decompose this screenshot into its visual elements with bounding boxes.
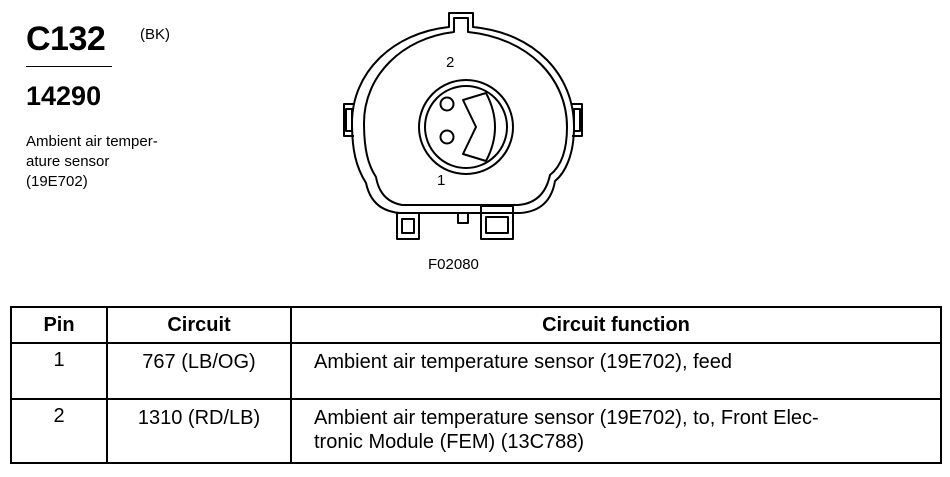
header-circuit-function: Circuit function (290, 306, 942, 344)
bottom-tab-right (480, 205, 514, 240)
description-line: Ambient air temper- (26, 133, 158, 150)
housing-inner-wall (363, 17, 568, 206)
figure-id: F02080 (428, 256, 479, 273)
part-number: 14290 (26, 81, 102, 111)
table-row: 2 1310 (RD/LB) Ambient air temperature s… (10, 398, 942, 464)
pin-2-terminal (439, 96, 455, 112)
left-latch (343, 103, 354, 137)
left-latch-slot (345, 108, 353, 132)
circuit-cell: 767 (LB/OG) (106, 342, 292, 400)
pin-cell: 2 (10, 398, 108, 464)
function-line: Ambient air temperature sensor (19E702),… (314, 407, 819, 429)
bottom-tab-left-inner (401, 218, 415, 234)
description-line: ature sensor (26, 153, 110, 170)
table-header-row: Pin Circuit Circuit function (10, 306, 942, 344)
pin-2-label: 2 (446, 54, 454, 71)
table-row: 1 767 (LB/OG) Ambient air temperature se… (10, 342, 942, 400)
header-pin: Pin (10, 306, 108, 344)
connector-color-code: (BK) (140, 26, 170, 43)
header-circuit: Circuit (106, 306, 292, 344)
function-cell: Ambient air temperature sensor (19E702),… (290, 342, 942, 400)
circuit-cell: 1310 (RD/LB) (106, 398, 292, 464)
keying-shape (462, 92, 496, 162)
housing-outline (351, 12, 575, 214)
title-divider (26, 66, 112, 67)
terminal-ring (418, 79, 514, 175)
pin-table: Pin Circuit Circuit function 1 767 (LB/O… (10, 306, 942, 464)
connector-id: C132 (26, 20, 106, 58)
function-cell: Ambient air temperature sensor (19E702),… (290, 398, 942, 464)
right-latch (572, 103, 583, 137)
terminal-ring-inner (424, 85, 508, 169)
description-line: (19E702) (26, 173, 88, 190)
bottom-tab-left (396, 212, 420, 240)
bottom-tab-center (457, 212, 469, 224)
pin-cell: 1 (10, 342, 108, 400)
right-latch-slot (573, 108, 581, 132)
connector-description: Ambient air temper- ature sensor (19E702… (26, 132, 216, 192)
pin-1-terminal (439, 129, 455, 145)
function-line: tronic Module (FEM) (13C788) (314, 431, 585, 453)
bottom-tab-right-inner (485, 216, 509, 234)
pin-1-label: 1 (437, 172, 445, 189)
connector-face-diagram: 2 1 (343, 12, 583, 240)
function-line: Ambient air temperature sensor (19E702),… (314, 351, 732, 373)
